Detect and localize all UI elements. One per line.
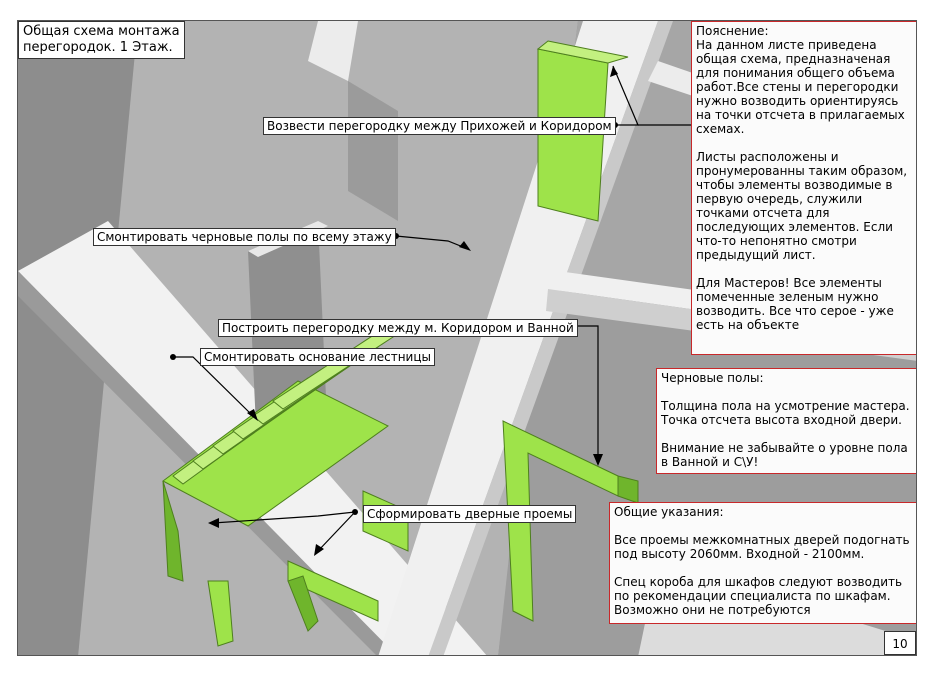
callout-doorways: Сформировать дверные проемы — [363, 505, 577, 523]
partition-hall-corridor — [537, 48, 609, 222]
note-explanation: Пояснение: На данном листе приведена общ… — [691, 21, 916, 355]
sheet-title-line-1: Общая схема монтажа — [23, 24, 180, 39]
sheet-title-line-2: перегородок. 1 Этаж. — [23, 40, 173, 55]
note-explanation-heading: Пояснение: — [696, 24, 769, 38]
note-explanation-p2: Листы расположены и пронумерованны таким… — [696, 150, 908, 262]
wall-top-left — [308, 21, 358, 81]
sheet-title: Общая схема монтажа перегородок. 1 Этаж. — [18, 21, 185, 59]
note-general-heading: Общие указания: — [614, 505, 724, 519]
note-general: Общие указания: Все проемы межкомнатных … — [609, 502, 916, 624]
wall-center-diagonal-side — [428, 21, 673, 655]
page-number: 10 — [884, 631, 916, 655]
callout-partition-hall-corridor: Возвести перегородку между Прихожей и Ко… — [263, 117, 616, 135]
note-explanation-p1: На данном листе приведена общая схема, п… — [696, 38, 905, 136]
note-rough-floors-p2: Внимание не забывайте о уровне пола в Ва… — [661, 441, 908, 469]
note-rough-floors: Черновые полы: Толщина пола на усмотрени… — [656, 368, 916, 474]
note-explanation-p3: Для Мастеров! Все элементы помеченные зе… — [696, 276, 894, 332]
stair-base — [162, 328, 394, 647]
note-rough-floors-p1: Толщина пола на усмотрение мастера. Точк… — [661, 399, 910, 427]
leader-lines — [173, 65, 698, 552]
note-general-p1: Все проемы межкомнатных дверей подогнать… — [614, 533, 910, 561]
callout-rough-floor: Смонтировать черновые полы по всему этаж… — [93, 228, 396, 246]
note-general-p2: Спец короба для шкафов следуют возводить… — [614, 575, 903, 617]
wall-upper-left-room — [348, 81, 398, 221]
callout-partition-bath: Построить перегородку между м. Коридором… — [218, 319, 578, 337]
drawing-area: Общая схема монтажа перегородок. 1 Этаж.… — [17, 20, 917, 656]
note-rough-floors-heading: Черновые полы: — [661, 371, 764, 385]
arrow-heads — [208, 66, 618, 556]
partition-hall-corridor-top — [536, 40, 629, 64]
callout-stair-base: Смонтировать основание лестницы — [200, 348, 435, 366]
